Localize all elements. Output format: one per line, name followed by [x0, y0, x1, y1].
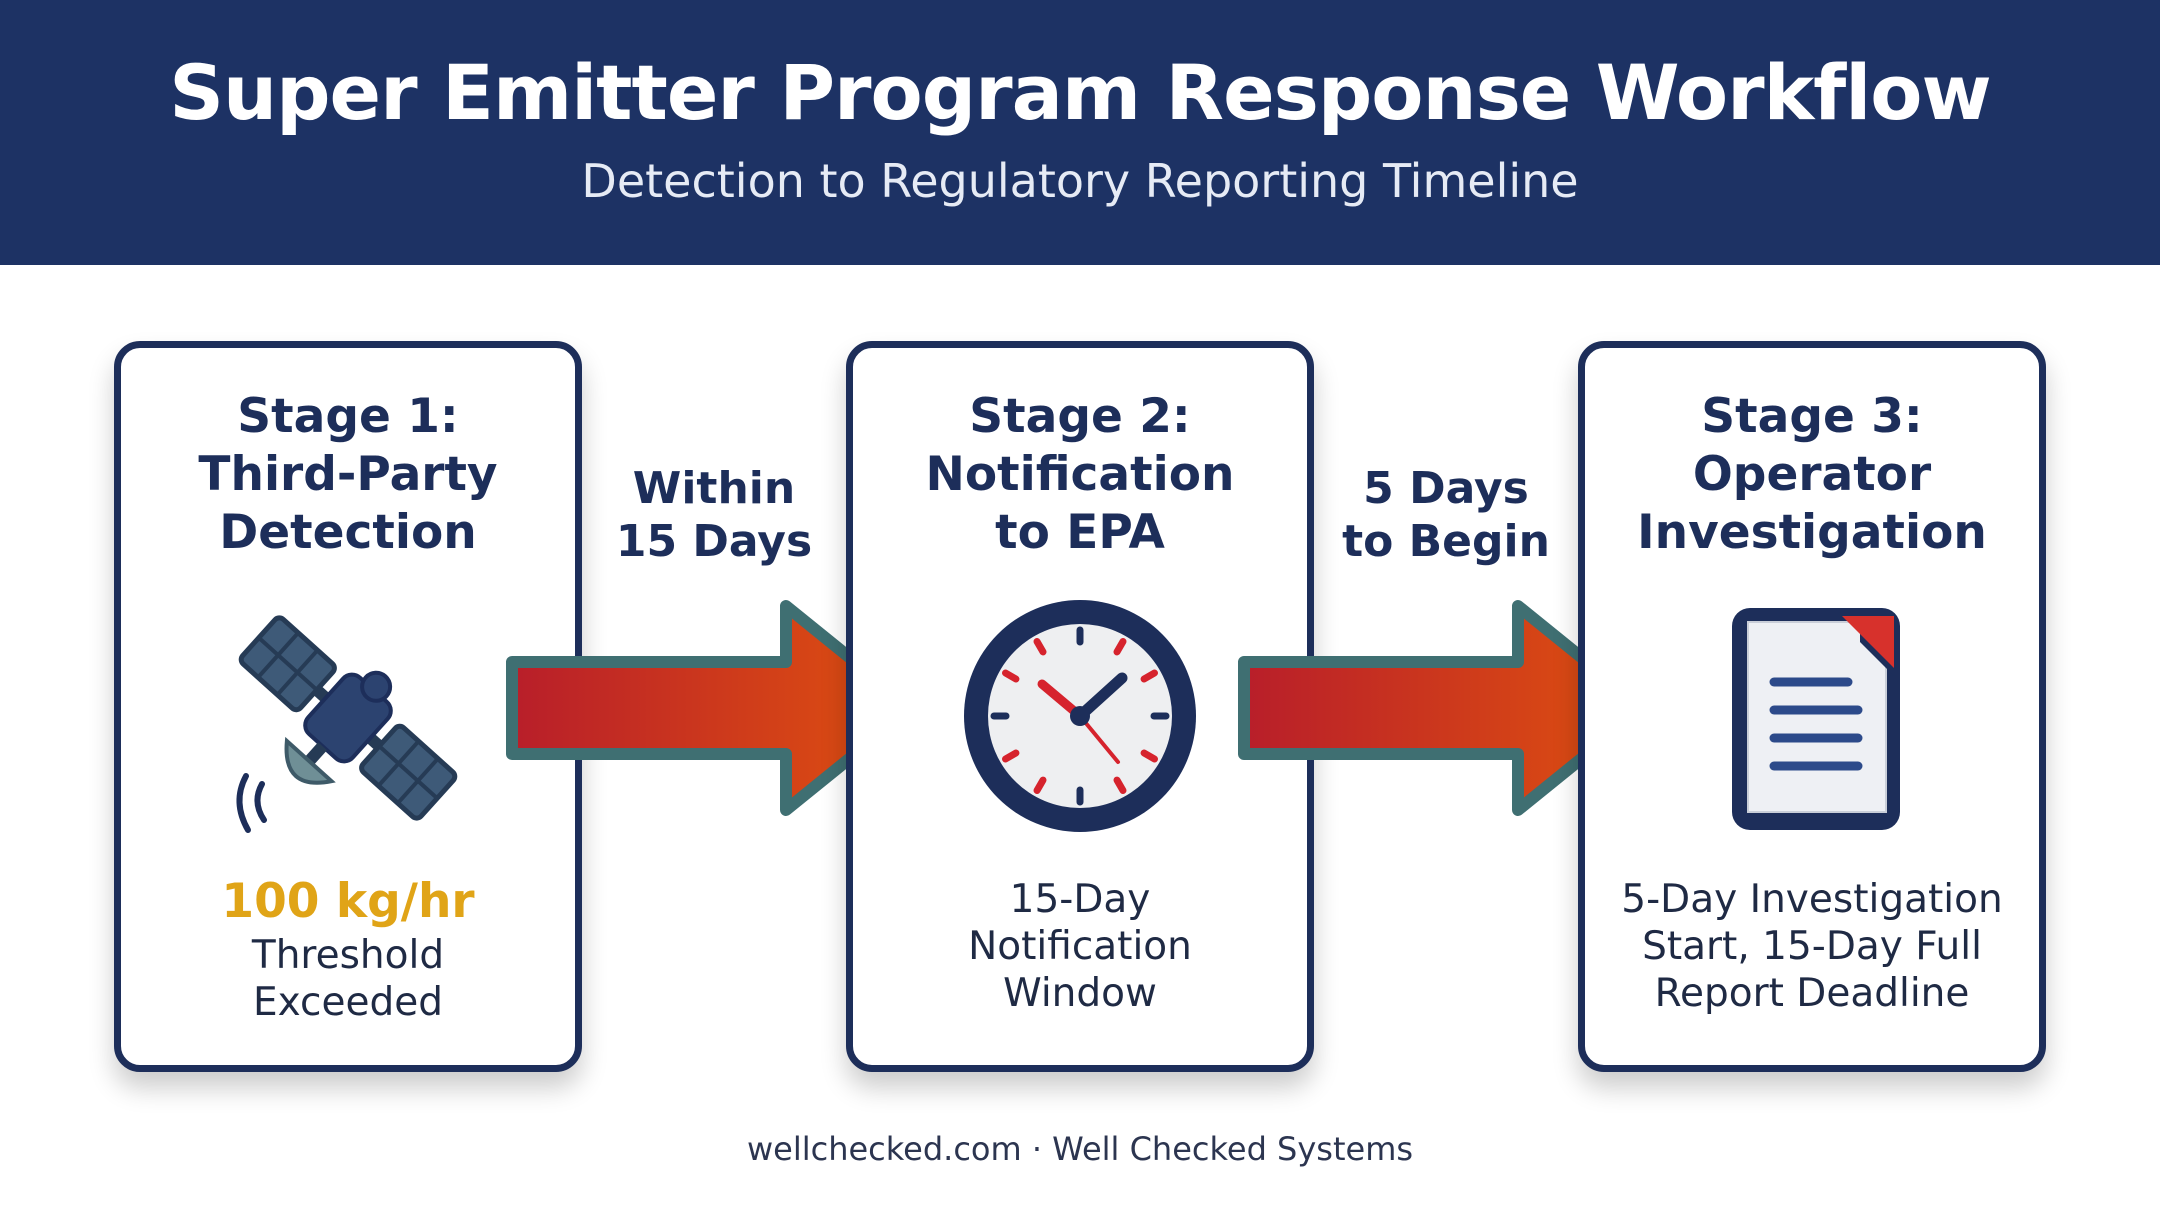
stage-3-description-line: 5-Day Investigation — [1621, 877, 2003, 922]
stage-2-description-line: Notification — [968, 924, 1192, 969]
document-icon — [1732, 608, 1900, 830]
stage-2-card: Stage 2: Notification to EPA 15-Day Noti… — [846, 341, 1314, 1072]
stage-3-title-line: Investigation — [1637, 505, 1987, 560]
stage-1-title-line: Third-Party — [198, 447, 498, 502]
stage-1-title-line: Stage 1: — [237, 389, 459, 444]
stage-1-description: Threshold Exceeded — [121, 932, 575, 1026]
connector-2-label-line: 5 Days — [1363, 463, 1529, 514]
connector-2-label-line: to Begin — [1342, 516, 1550, 567]
stage-3-card: Stage 3: Operator Investigation 5-Day In… — [1578, 341, 2046, 1072]
clock-tick — [1002, 669, 1020, 683]
stage-1-card: Stage 1: Third-Party Detection — [114, 341, 582, 1072]
connector-2-label: 5 Days to Begin — [1316, 462, 1576, 568]
clock-icon — [964, 600, 1196, 832]
clock-tick — [1140, 669, 1158, 683]
stage-2-title: Stage 2: Notification to EPA — [853, 388, 1307, 562]
satellite-icon — [236, 615, 458, 833]
stage-3-title-line: Operator — [1692, 447, 1932, 502]
stage-3-description-line: Report Deadline — [1654, 971, 1970, 1016]
clock-tick — [1033, 638, 1047, 656]
stage-3-title-line: Stage 3: — [1701, 389, 1923, 444]
clock-tick — [1033, 776, 1047, 794]
stage-1-threshold-value: 100 kg/hr — [221, 874, 475, 929]
stage-1-title-line: Detection — [219, 505, 477, 560]
connector-1-label-line: 15 Days — [615, 516, 813, 567]
stage-2-description-line: 15-Day — [1009, 877, 1151, 922]
stage-1-title: Stage 1: Third-Party Detection — [121, 388, 575, 562]
stage-1-description-line: Exceeded — [253, 980, 443, 1025]
page-title: Super Emitter Program Response Workflow — [169, 48, 1991, 137]
page-subtitle: Detection to Regulatory Reporting Timeli… — [581, 154, 1579, 208]
stage-2-title-line: Notification — [925, 447, 1235, 502]
stage-2-description: 15-Day Notification Window — [853, 876, 1307, 1017]
connector-1-label-line: Within — [632, 463, 796, 514]
stage-2-title-line: to EPA — [995, 505, 1165, 560]
header-banner: Super Emitter Program Response Workflow … — [0, 0, 2160, 265]
clock-tick — [1140, 749, 1158, 763]
stage-2-description-line: Window — [1003, 971, 1157, 1016]
footer-credit: wellchecked.com · Well Checked Systems — [746, 1130, 1414, 1168]
stage-3-description: 5-Day Investigation Start, 15-Day Full R… — [1585, 876, 2039, 1017]
stage-3-title: Stage 3: Operator Investigation — [1585, 388, 2039, 562]
clock-tick — [1113, 776, 1127, 794]
stage-2-title-line: Stage 2: — [969, 389, 1191, 444]
clock-tick — [1113, 638, 1127, 656]
connector-1-label: Within 15 Days — [584, 462, 844, 568]
stage-1-description-line: Threshold — [251, 933, 445, 978]
clock-tick — [1002, 749, 1020, 763]
stage-3-description-line: Start, 15-Day Full — [1642, 924, 1982, 969]
